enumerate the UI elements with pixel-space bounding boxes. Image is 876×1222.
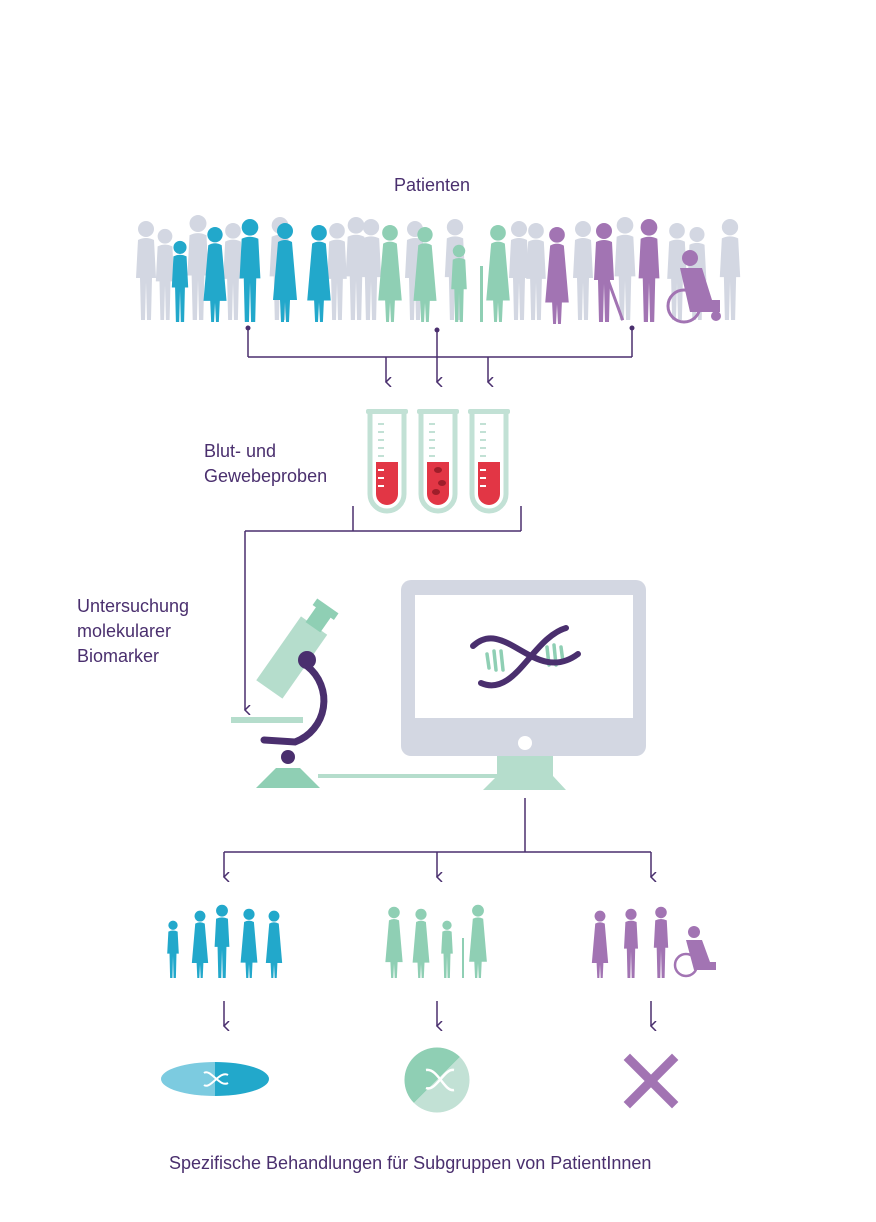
test-tube-left <box>366 409 408 514</box>
groups-to-treatment-arrows <box>224 1001 651 1026</box>
green-patient-group <box>378 224 510 322</box>
analysis-label-line3: Biomarker <box>77 646 160 666</box>
microscope <box>231 598 497 788</box>
analysis-label: Untersuchung molekularer Biomarker <box>77 594 189 669</box>
computer-monitor <box>401 580 646 790</box>
round-pill-dna-icon <box>404 1047 470 1113</box>
samples-label-line2: Gewebeproben <box>204 466 328 486</box>
crowd-to-tubes-connectors <box>245 325 635 383</box>
tubes-to-microscope-connector <box>245 506 522 710</box>
capsule-dna-icon <box>161 1062 269 1096</box>
test-tube-middle <box>417 409 459 514</box>
samples-label: Blut- und Gewebeproben <box>204 439 327 489</box>
green-subgroup <box>385 904 487 978</box>
test-tube-right <box>468 409 510 514</box>
cross-icon <box>623 1053 679 1109</box>
purple-patient-group <box>545 219 721 324</box>
dna-helix-icon <box>470 625 581 689</box>
wheelchair-patient <box>666 250 721 324</box>
patients-label: Patienten <box>394 175 471 195</box>
samples-label-line1: Blut- und <box>204 441 277 461</box>
wheelchair-patient-small <box>673 926 716 978</box>
analysis-label-line2: molekularer <box>77 621 172 641</box>
patient-crowd <box>136 215 741 324</box>
monitor-to-groups-connectors <box>224 798 651 877</box>
footer-caption: Spezifische Behandlungen für Subgruppen … <box>169 1153 652 1173</box>
blue-subgroup <box>167 904 283 978</box>
test-tubes <box>366 409 510 514</box>
purple-subgroup <box>591 906 716 978</box>
analysis-label-line1: Untersuchung <box>77 596 190 616</box>
